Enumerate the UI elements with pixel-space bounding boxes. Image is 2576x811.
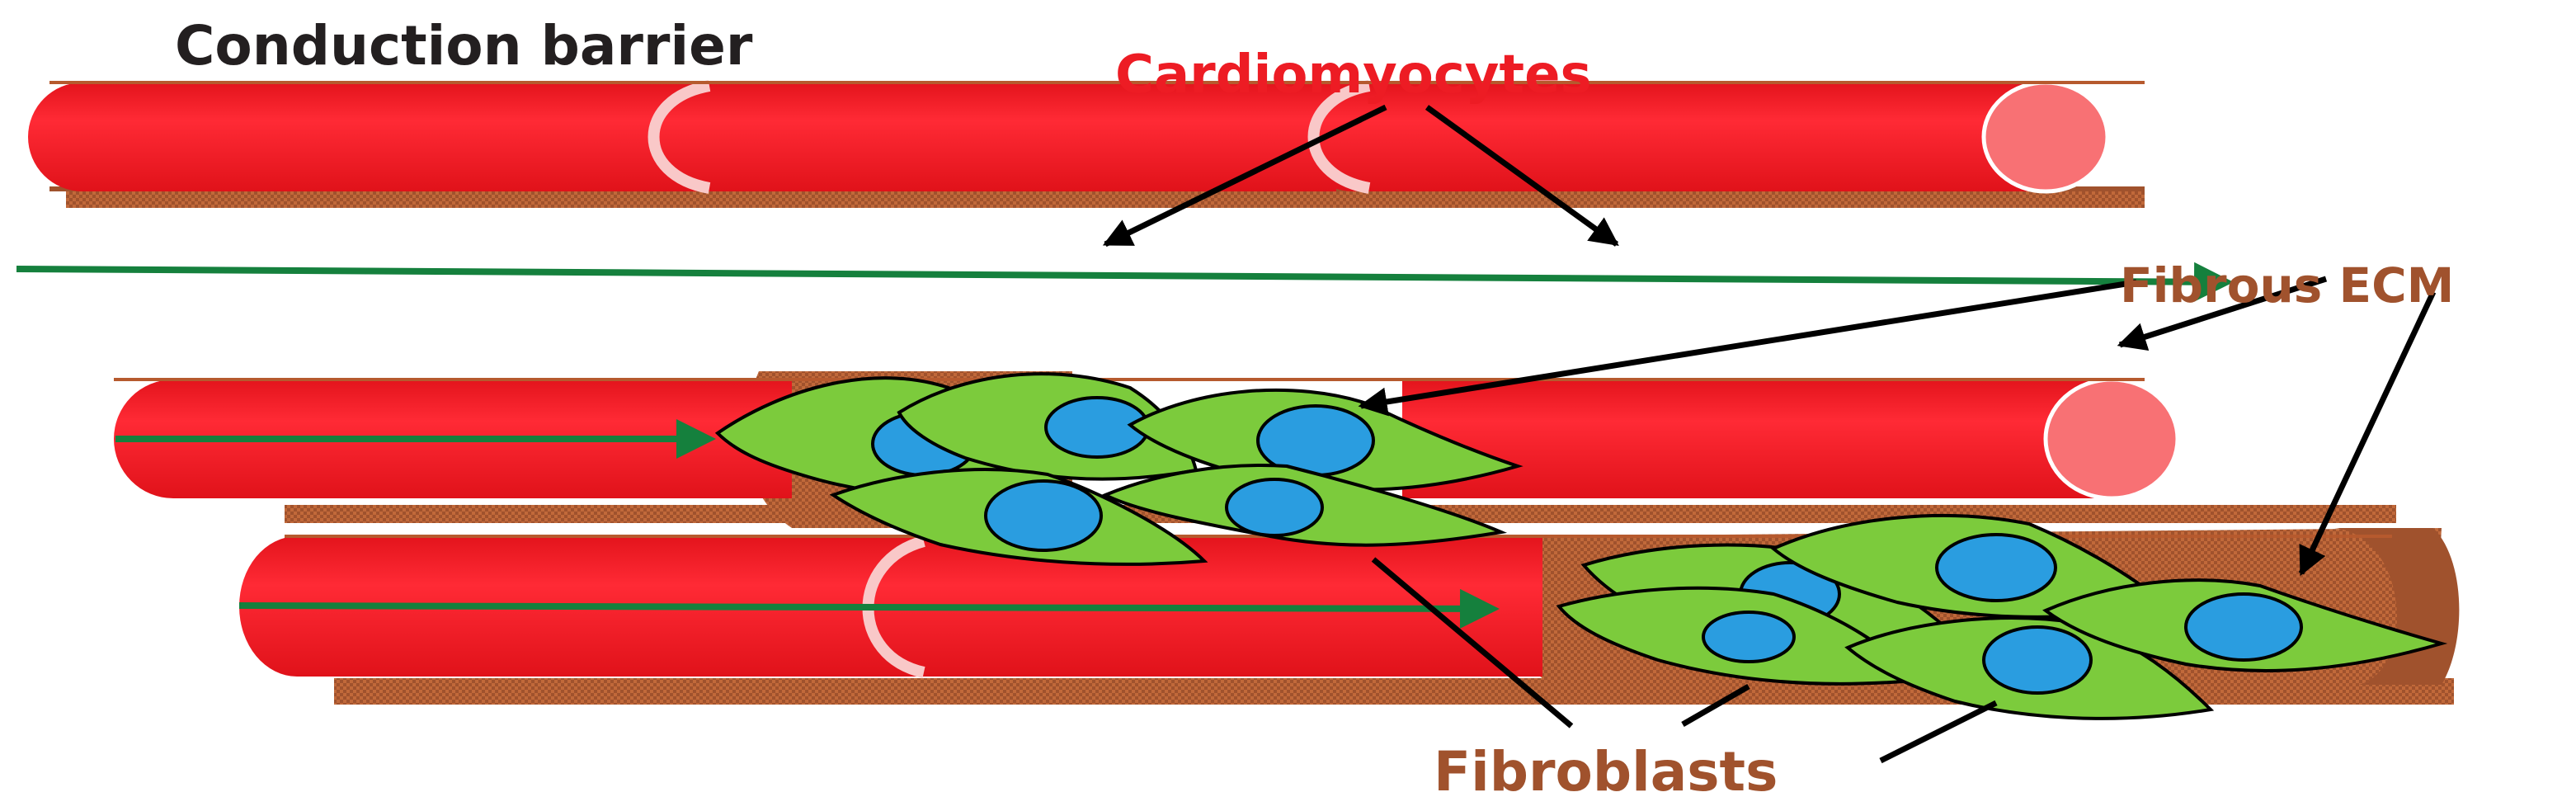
nucleus	[1935, 533, 2057, 602]
pointer-fibroblasts-b	[1681, 683, 1750, 728]
fibroblast-cluster-upper	[714, 372, 1523, 566]
fibroblast-cell-icon	[1101, 464, 1508, 547]
fibroblast-cell-icon	[829, 468, 1208, 566]
nucleus	[984, 479, 1103, 552]
intercalated-disc	[1307, 80, 1371, 194]
fibrous-ecm-label: Fibrous ECM	[2120, 257, 2454, 314]
cardiomyocyte-end	[1981, 80, 2110, 194]
ecm-strip-top	[66, 191, 2145, 208]
pointer-fibroblasts-c	[1879, 700, 1998, 764]
nucleus	[1225, 478, 1324, 537]
intercalated-disc	[648, 80, 711, 194]
conduction-arrows	[16, 262, 2234, 629]
diagram-title: Conduction barrier	[175, 14, 753, 78]
pointer-cardiomyocytes-right	[1425, 105, 1619, 247]
pointer-cardiomyocytes-left	[1102, 104, 1387, 248]
pointer-ecm-to-fibroblast	[1358, 279, 2137, 417]
cardiomyocyte-cell	[1402, 380, 2112, 498]
fibroblast-cell-icon	[2042, 578, 2448, 672]
fibroblast-cluster-lower	[1556, 514, 2448, 720]
cardiomyocyte-cell	[622, 83, 1336, 191]
cardiomyocyte-cell	[28, 83, 718, 191]
cardiomyocyte-end	[2043, 377, 2180, 501]
nucleus	[1982, 625, 2093, 695]
conduction-arrow-icon	[16, 262, 2234, 302]
cardiomyocyte-cell	[1298, 83, 2046, 191]
pointer-fibroblasts-a	[1371, 557, 1574, 728]
fibroblasts-label: Fibroblasts	[1434, 740, 1778, 804]
fibroblast-cell-icon	[1127, 388, 1523, 492]
nucleus	[2184, 592, 2303, 662]
cardiomyocyte-row-top	[28, 80, 2145, 194]
nucleus	[1702, 611, 1796, 663]
pointer-lines	[1102, 104, 2437, 764]
pointer-ecm-to-patch	[2298, 290, 2437, 577]
fibroblast-cell-icon	[1770, 514, 2173, 619]
pointer-ecm-to-strip	[2117, 276, 2328, 351]
cardiomyocytes-label: Cardiomyocytes	[1115, 45, 1592, 106]
conduction-arrow-icon	[238, 588, 1500, 629]
